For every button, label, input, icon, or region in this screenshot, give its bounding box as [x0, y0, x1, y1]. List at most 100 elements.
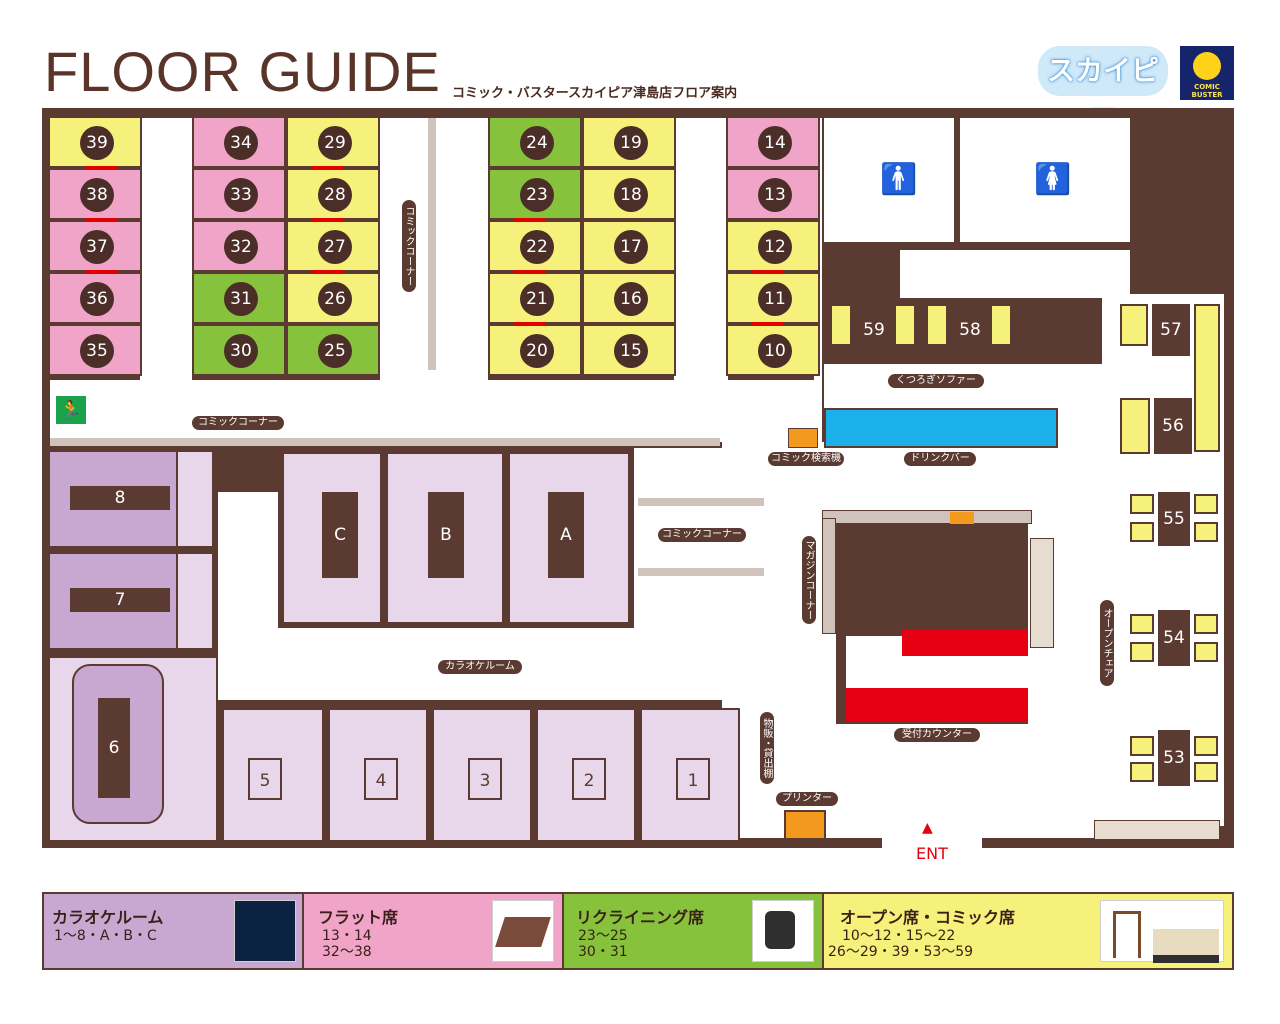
seat-number: 18 — [614, 178, 648, 212]
seat-divider — [514, 322, 546, 325]
seat-number: 33 — [224, 178, 258, 212]
seat-13[interactable]: 13 — [726, 168, 820, 220]
seat-divider — [752, 322, 784, 325]
seat-30[interactable]: 30 — [192, 324, 286, 376]
seat-divider — [514, 270, 546, 273]
seat-53[interactable]: 53 — [1158, 730, 1190, 786]
seat-number: 12 — [758, 230, 792, 264]
seat-24[interactable]: 24 — [488, 116, 582, 168]
sofa-chair — [990, 304, 1012, 346]
seat-12[interactable]: 12 — [726, 220, 820, 272]
seat-column-6: 14 13 12 11 10 — [726, 116, 820, 378]
comic-buster-logo: COMIC BUSTER — [1180, 46, 1234, 100]
entrance-arrow-icon: ▲ — [922, 820, 933, 836]
seat-10[interactable]: 10 — [726, 324, 820, 376]
women-restroom-icon: 🚺 — [1034, 162, 1072, 197]
seat-23[interactable]: 23 — [488, 168, 582, 220]
seat-number: 11 — [758, 282, 792, 316]
seat-28[interactable]: 28 — [286, 168, 380, 220]
seat-11[interactable]: 11 — [726, 272, 820, 324]
seat-16[interactable]: 16 — [582, 272, 676, 324]
seat-22[interactable]: 22 — [488, 220, 582, 272]
seat-18[interactable]: 18 — [582, 168, 676, 220]
seat-number: 21 — [520, 282, 554, 316]
seat-17[interactable]: 17 — [582, 220, 676, 272]
karaoke-room-4[interactable] — [328, 708, 428, 842]
seat-20[interactable]: 20 — [488, 324, 582, 376]
comic-shelf — [428, 118, 436, 370]
karaoke-room-b-label: B — [428, 492, 464, 578]
seat-58[interactable]: 58 — [952, 304, 988, 356]
magazine-shelf — [822, 510, 1032, 524]
comic-shelf — [638, 498, 764, 506]
seat-59[interactable]: 59 — [856, 304, 892, 356]
seat-21[interactable]: 21 — [488, 272, 582, 324]
drink-bar-label: ドリンクバー — [904, 452, 976, 466]
seat-number: 31 — [224, 282, 258, 316]
seat-38[interactable]: 38 — [48, 168, 142, 220]
seat-37[interactable]: 37 — [48, 220, 142, 272]
karaoke-room-c-label: C — [322, 492, 358, 578]
legend-range: 26〜29・39・53〜59 — [828, 944, 974, 960]
legend-range: 23〜25 — [578, 928, 628, 944]
seat-number: 38 — [80, 178, 114, 212]
karaoke-room-2-label: 2 — [572, 758, 606, 800]
seat-57[interactable]: 57 — [1152, 304, 1190, 356]
table-chair — [1130, 522, 1154, 542]
seat-number: 35 — [80, 334, 114, 368]
seat-26[interactable]: 26 — [286, 272, 380, 324]
reclining-chair-icon — [752, 900, 814, 962]
seat-divider — [86, 270, 118, 273]
seat-14[interactable]: 14 — [726, 116, 820, 168]
seat-56[interactable]: 56 — [1154, 398, 1192, 454]
karaoke-room-5[interactable] — [222, 708, 324, 842]
seat-number: 10 — [758, 334, 792, 368]
karaoke-room-3[interactable] — [432, 708, 532, 842]
reception-counter[interactable] — [846, 688, 1028, 722]
open-chair-label: オープンチェア — [1100, 600, 1114, 686]
legend-title: リクライニング席 — [576, 908, 705, 927]
seat-number: 23 — [520, 178, 554, 212]
reception-counter[interactable] — [902, 630, 1028, 656]
karaoke-room-2[interactable] — [536, 708, 636, 842]
table-chair — [1130, 642, 1154, 662]
seat-39[interactable]: 39 — [48, 116, 142, 168]
seat-number: 14 — [758, 126, 792, 160]
comic-search-terminal[interactable] — [788, 428, 818, 448]
goods-shelf-label: 物販・貸出棚 — [760, 712, 774, 784]
karaoke-room-1[interactable] — [640, 708, 740, 842]
seat-number: 29 — [318, 126, 352, 160]
legend-title: カラオケルーム — [52, 908, 164, 927]
aisle — [50, 380, 822, 442]
sofa-chair — [1194, 304, 1220, 452]
seat-27[interactable]: 27 — [286, 220, 380, 272]
seat-55[interactable]: 55 — [1158, 492, 1190, 546]
seat-divider — [86, 218, 118, 221]
page-subtitle: コミック・バスタースカイピア津島店フロア案内 — [452, 86, 738, 101]
seat-25[interactable]: 25 — [286, 324, 380, 376]
printer[interactable] — [784, 810, 826, 840]
comic-shelf — [638, 568, 764, 576]
restroom-men — [824, 118, 954, 242]
seat-number: 16 — [614, 282, 648, 316]
table-chair — [1194, 642, 1218, 662]
legend-karaoke: カラオケルーム 1〜8・A・B・C — [42, 892, 304, 970]
seat-number: 39 — [80, 126, 114, 160]
seat-31[interactable]: 31 — [192, 272, 286, 324]
seat-36[interactable]: 36 — [48, 272, 142, 324]
seat-34[interactable]: 34 — [192, 116, 286, 168]
seat-19[interactable]: 19 — [582, 116, 676, 168]
drink-bar — [824, 408, 1058, 448]
seat-54[interactable]: 54 — [1158, 610, 1190, 666]
seat-32[interactable]: 32 — [192, 220, 286, 272]
seat-35[interactable]: 35 — [48, 324, 142, 376]
men-restroom-icon: 🚹 — [880, 162, 918, 197]
seat-15[interactable]: 15 — [582, 324, 676, 376]
sofa-chair — [1120, 398, 1150, 454]
seat-number: 19 — [614, 126, 648, 160]
seat-number: 30 — [224, 334, 258, 368]
karaoke-room-3-label: 3 — [468, 758, 502, 800]
chair-sofa-icon — [1100, 900, 1224, 963]
seat-29[interactable]: 29 — [286, 116, 380, 168]
seat-33[interactable]: 33 — [192, 168, 286, 220]
